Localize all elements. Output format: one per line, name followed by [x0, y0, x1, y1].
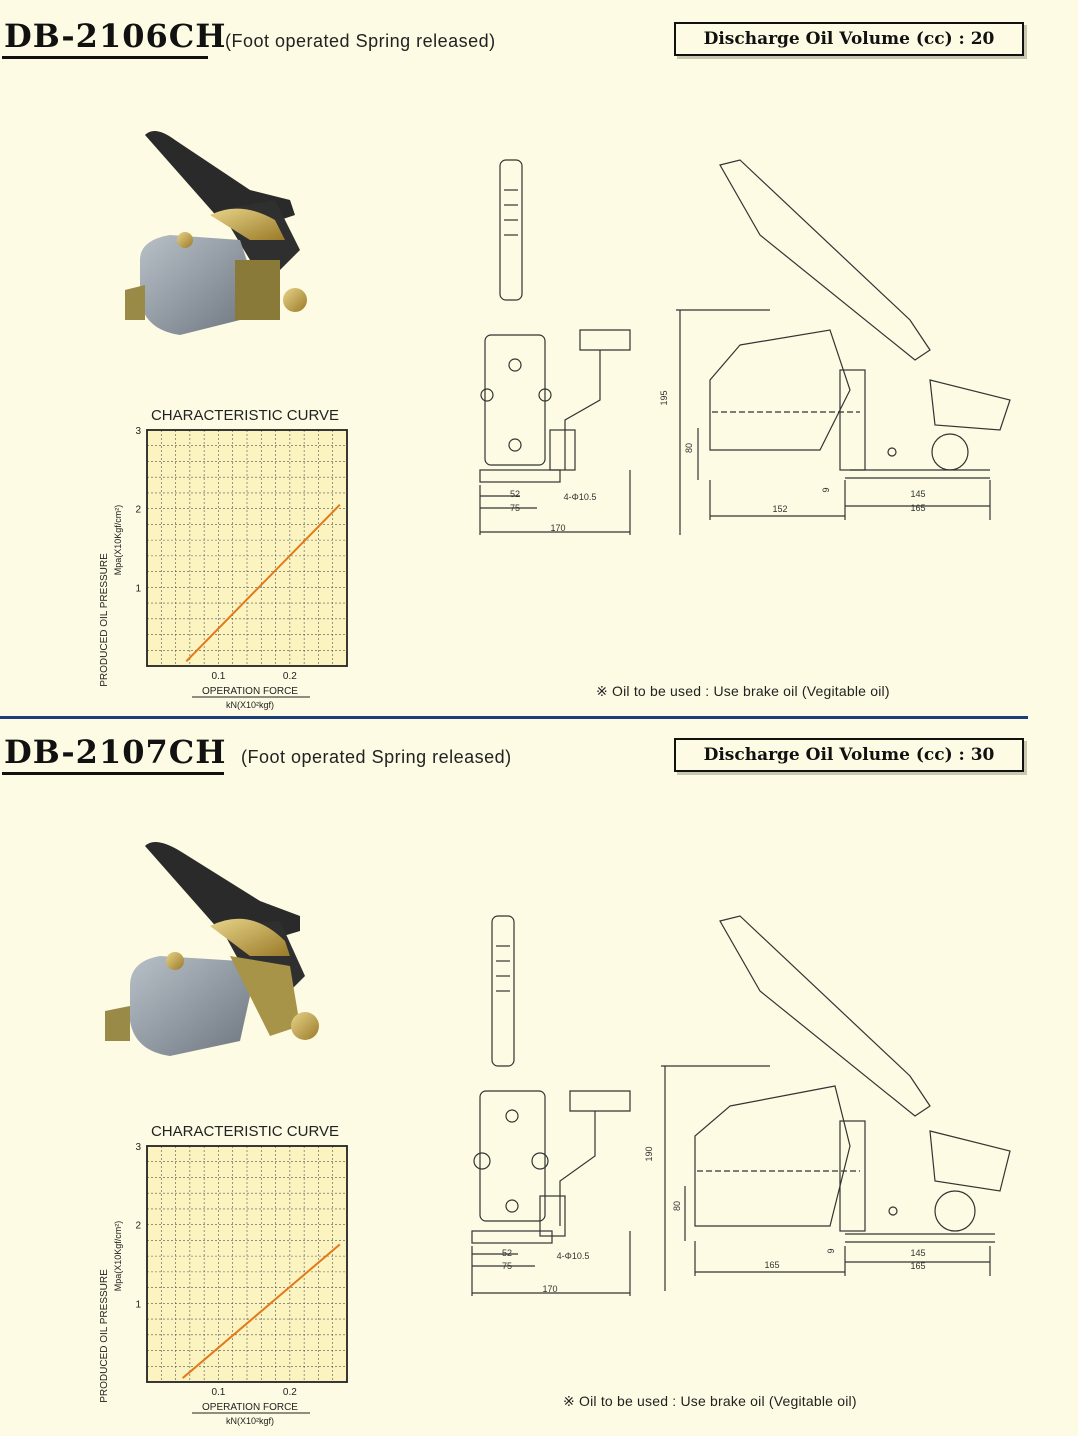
x-tick-label: 0.1	[211, 1387, 225, 1398]
dim-152: 165	[764, 1260, 779, 1270]
chart-yunit: Mpa(X10Kgf/cm²)	[113, 505, 123, 576]
dim-80: 80	[684, 443, 694, 453]
dim-52: 52	[502, 1248, 512, 1258]
x-tick-label: 0.2	[283, 1387, 297, 1398]
x-tick-label: 0.2	[283, 671, 297, 682]
dim-80: 80	[672, 1201, 682, 1211]
discharge-volume-box: Discharge Oil Volume (cc) : 20	[674, 22, 1024, 56]
product-section-2: DB-2107CH (Foot operated Spring released…	[0, 716, 1078, 1428]
characteristic-curve-line	[182, 1243, 341, 1379]
y-tick-label: 2	[135, 505, 141, 516]
product-photo	[105, 842, 319, 1056]
product-section-1: DB-2106CH (Foot operated Spring released…	[0, 0, 1078, 716]
chart-xunit: kN(X10²kgf)	[226, 700, 274, 710]
dim-152: 152	[772, 504, 787, 514]
characteristic-curve-line	[185, 504, 341, 662]
model-subtitle: (Foot operated Spring released)	[225, 31, 496, 51]
model-underline	[2, 772, 224, 775]
oil-note: ※ Oil to be used : Use brake oil (Vegita…	[596, 683, 890, 699]
technical-drawing: 52 75 170 4-Φ10.5 190 80 9 165 145 165	[471, 915, 1011, 1296]
technical-drawing: 52 75 170 4-Φ10.5 195 80 9 152 145 165	[479, 159, 1011, 535]
chart-title: CHARACTERISTIC CURVE	[151, 1123, 339, 1140]
dim-75: 75	[510, 503, 520, 513]
model-underline	[2, 56, 208, 59]
chart-xlabel: OPERATION FORCE	[202, 686, 298, 697]
x-tick-label: 0.1	[211, 671, 225, 682]
chart-plot-area: 0.1 0.2 1 2 3	[135, 426, 348, 682]
chart-xunit: kN(X10²kgf)	[226, 1416, 274, 1426]
dim-195: 190	[644, 1146, 654, 1161]
dim-170: 170	[542, 1284, 557, 1294]
oil-note: ※ Oil to be used : Use brake oil (Vegita…	[563, 1393, 857, 1409]
dim-145: 145	[910, 489, 925, 499]
dim-75: 75	[502, 1261, 512, 1271]
dim-holes: 4-Φ10.5	[557, 1251, 590, 1261]
y-tick-label: 2	[135, 1221, 141, 1232]
dim-9: 9	[821, 487, 831, 492]
chart-frame	[146, 429, 348, 667]
chart-title: CHARACTERISTIC CURVE	[151, 407, 339, 424]
dim-165: 165	[910, 1261, 925, 1271]
chart-plot-area: 0.1 0.2 1 2 3	[135, 1142, 348, 1398]
y-tick-label: 1	[135, 583, 141, 594]
chart-xlabel: OPERATION FORCE	[202, 1402, 298, 1413]
model-number: DB-2106CH	[4, 17, 227, 55]
dim-165: 165	[910, 503, 925, 513]
chart-ylabel: PRODUCED OIL PRESSURE	[99, 1269, 110, 1403]
y-tick-label: 3	[135, 1142, 141, 1153]
chart-ylabel: PRODUCED OIL PRESSURE	[99, 553, 110, 687]
dim-145: 145	[910, 1248, 925, 1258]
dim-195: 195	[659, 390, 669, 405]
characteristic-chart: CHARACTERISTIC CURVE 0.1 0.2 1 2 3 PRODUCED …	[99, 407, 348, 710]
characteristic-chart: CHARACTERISTIC CURVE 0.1 0.2 1 2 3 PRODUCED …	[99, 1123, 348, 1426]
section-divider	[0, 716, 1028, 719]
dim-9: 9	[826, 1248, 836, 1253]
y-tick-label: 3	[135, 426, 141, 437]
chart-frame	[146, 1145, 348, 1383]
dim-52: 52	[510, 489, 520, 499]
dim-holes: 4-Φ10.5	[564, 492, 597, 502]
model-subtitle: (Foot operated Spring released)	[241, 747, 512, 767]
y-tick-label: 1	[135, 1299, 141, 1310]
dim-170: 170	[550, 523, 565, 533]
product-photo	[125, 131, 307, 335]
model-number: DB-2107CH	[4, 733, 227, 771]
chart-yunit: Mpa(X10Kgf/cm²)	[113, 1221, 123, 1292]
discharge-volume-box: Discharge Oil Volume (cc) : 30	[674, 738, 1024, 772]
